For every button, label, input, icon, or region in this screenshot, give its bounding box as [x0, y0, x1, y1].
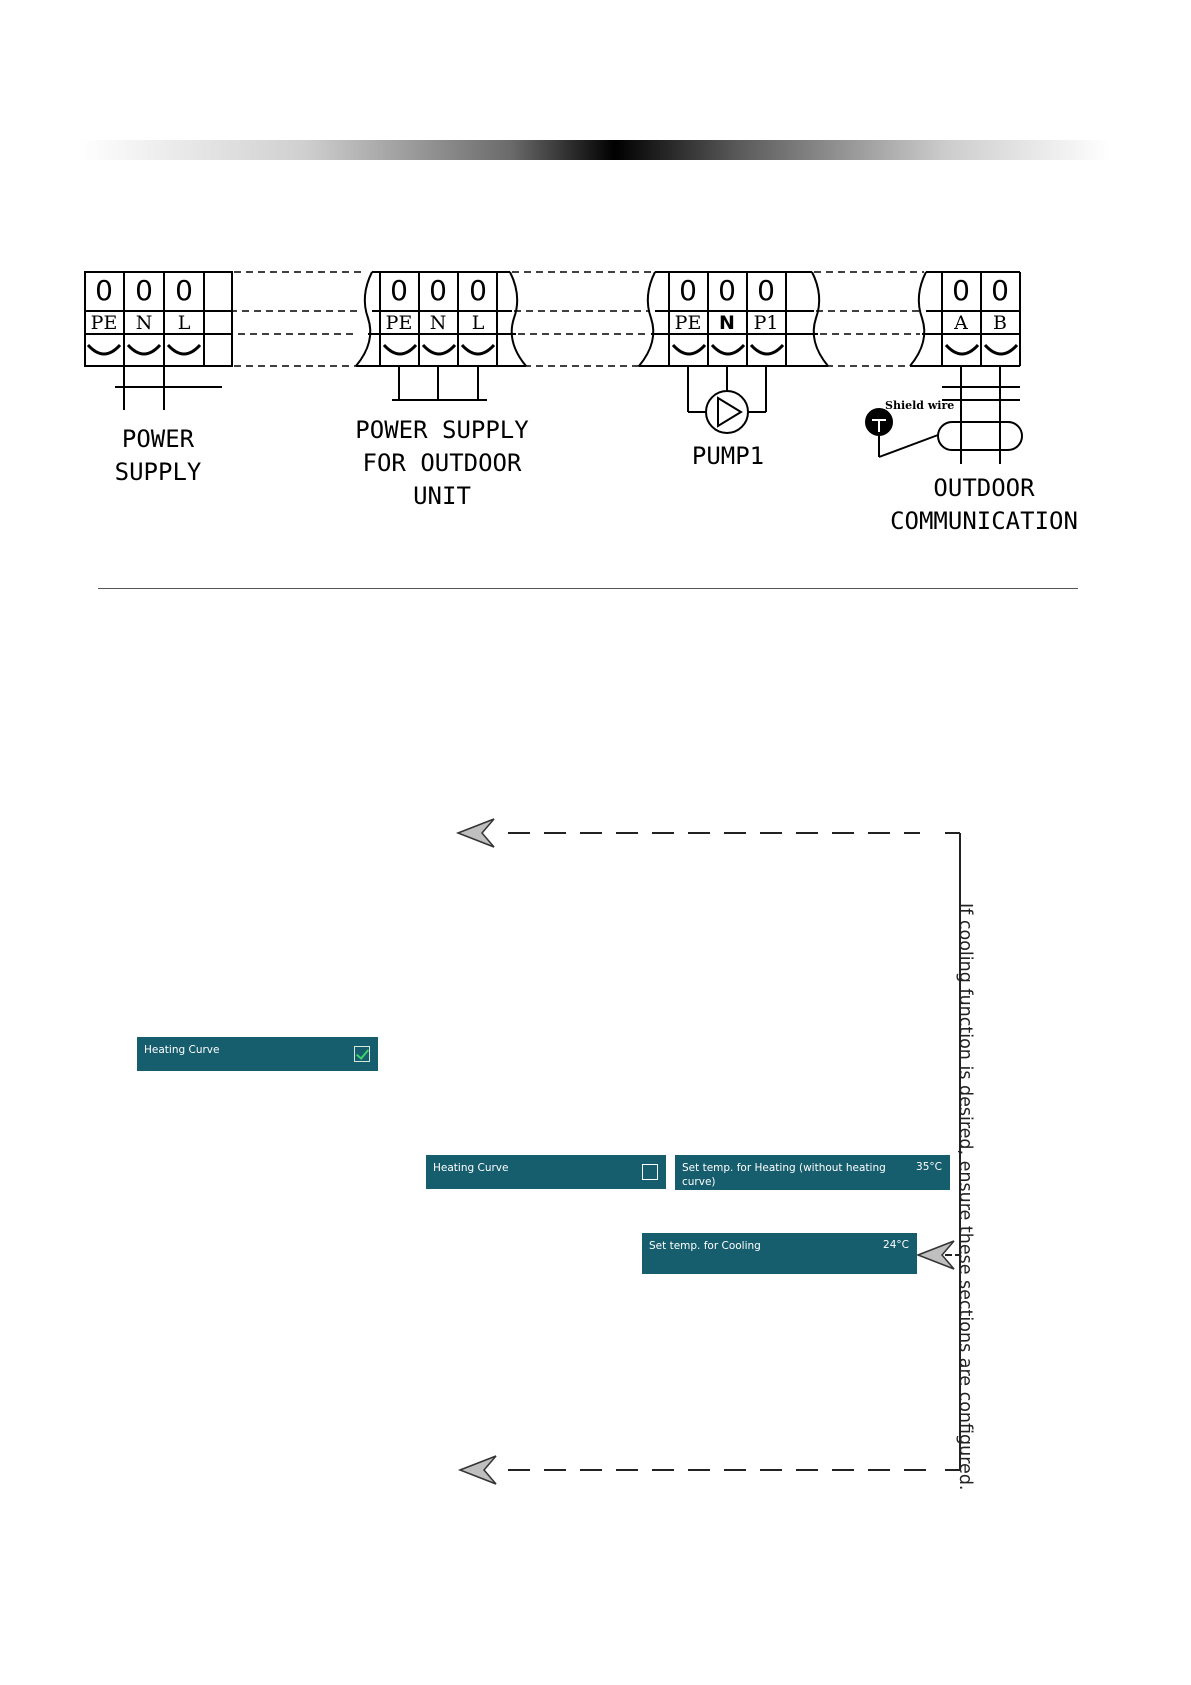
screw-symbol: 0	[991, 274, 1009, 307]
caption-power-supply: SUPPLY	[115, 458, 202, 486]
terminal-group-power-supply	[84, 271, 233, 410]
screw-symbol: 0	[175, 274, 193, 307]
terminal-label: PE	[91, 312, 118, 334]
dashed-connections	[222, 271, 924, 367]
shield-wire-label: Shield wire	[885, 399, 954, 412]
terminal-label: B	[993, 312, 1007, 334]
heating-curve-enabled-panel[interactable]: Heating Curve	[137, 1037, 378, 1071]
arrow-bottom-icon	[457, 1455, 497, 1485]
set-heating-temp-panel[interactable]: Set temp. for Heating (without heating c…	[675, 1155, 950, 1190]
arrow-cooling-icon	[915, 1240, 955, 1270]
screw-symbol: 0	[757, 274, 775, 307]
terminal-label: N	[719, 312, 735, 334]
terminal-label: P1	[754, 312, 779, 334]
screw-symbol: 0	[952, 274, 970, 307]
terminal-label: N	[136, 312, 153, 334]
terminal-group-pump	[638, 271, 829, 434]
heating-curve-checkbox-unchecked[interactable]	[642, 1164, 658, 1180]
set-cooling-value: 24°C	[883, 1239, 909, 1251]
terminal-label: PE	[386, 312, 413, 334]
caption-outdoor-power: FOR OUTDOOR	[363, 449, 522, 477]
set-heating-value: 35°C	[916, 1161, 942, 1173]
screw-symbol: 0	[679, 274, 697, 307]
set-heating-label: Set temp. for Heating (without heating c…	[682, 1162, 886, 1188]
caption-outdoor-power: POWER SUPPLY	[355, 416, 529, 444]
heating-curve-label: Heating Curve	[144, 1044, 220, 1056]
caption-pump: PUMP1	[692, 442, 764, 470]
heating-curve-checkbox-checked[interactable]	[354, 1046, 370, 1062]
set-cooling-temp-panel[interactable]: Set temp. for Cooling 24°C	[642, 1233, 917, 1274]
screw-symbol: 0	[95, 274, 113, 307]
heating-curve-label: Heating Curve	[433, 1162, 509, 1174]
terminal-group-communication	[878, 271, 1023, 464]
screw-symbol: 0	[135, 274, 153, 307]
cooling-note: If cooling function is desired, ensure t…	[955, 903, 975, 1491]
terminal-label: L	[178, 312, 191, 334]
screw-symbol: 0	[718, 274, 736, 307]
terminal-label: PE	[675, 312, 702, 334]
terminal-label: L	[472, 312, 485, 334]
terminal-label: A	[953, 312, 968, 334]
header-gradient-bar	[78, 140, 1110, 160]
screw-symbol: 0	[429, 274, 447, 307]
section-divider	[98, 588, 1078, 589]
caption-power-supply: POWER	[122, 425, 195, 453]
caption-communication: OUTDOOR	[933, 474, 1035, 502]
caption-communication: COMMUNICATION	[890, 507, 1078, 535]
arrow-top-icon	[455, 818, 495, 848]
flow-arrows	[455, 818, 961, 1485]
wiring-diagram: 0 0 0 PE N L 0 0 0 PE N L 0 0 0 PE N P1 …	[84, 271, 1078, 535]
screw-symbol: 0	[469, 274, 487, 307]
set-cooling-label: Set temp. for Cooling	[649, 1240, 761, 1252]
terminal-label: N	[430, 312, 447, 334]
heating-curve-disabled-panel[interactable]: Heating Curve	[426, 1155, 666, 1189]
caption-outdoor-power: UNIT	[413, 482, 471, 510]
terminal-group-outdoor-power	[355, 271, 527, 401]
screw-symbol: 0	[390, 274, 408, 307]
